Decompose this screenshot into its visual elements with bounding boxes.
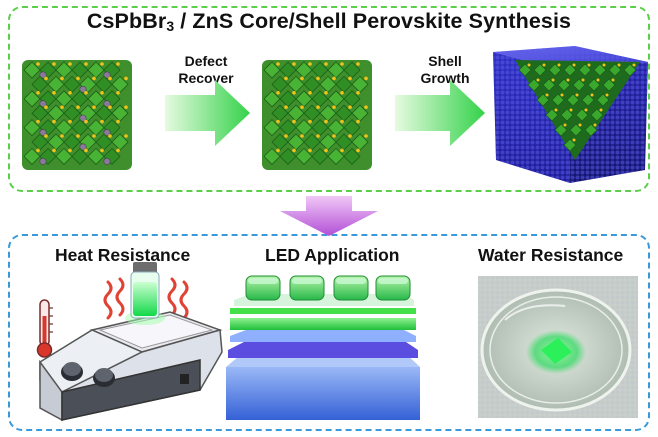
led-device-illustration	[226, 275, 420, 420]
figure-title: CsPbBr3 / ZnS Core/Shell Perovskite Synt…	[86, 9, 572, 34]
water-dish-photo	[478, 276, 638, 418]
perovskite-crystal-recovered	[262, 60, 372, 170]
down-arrow	[280, 196, 378, 236]
label-heat-resistance: Heat Resistance	[55, 245, 191, 265]
knob-icon	[61, 362, 115, 387]
perovskite-crystal-defective	[22, 60, 132, 170]
hot-plate-illustration	[36, 262, 223, 422]
heat-waves	[103, 277, 189, 320]
process-arrow-defect-recover	[165, 80, 250, 146]
vial-icon	[125, 262, 165, 325]
core-shell-cube	[493, 46, 648, 183]
label-led-application: LED Application	[265, 245, 400, 265]
synthesis-panel	[8, 6, 650, 192]
process-arrow-shell-growth	[395, 80, 485, 146]
thermometer-icon	[36, 299, 53, 358]
label-water-resistance: Water Resistance	[478, 245, 624, 265]
